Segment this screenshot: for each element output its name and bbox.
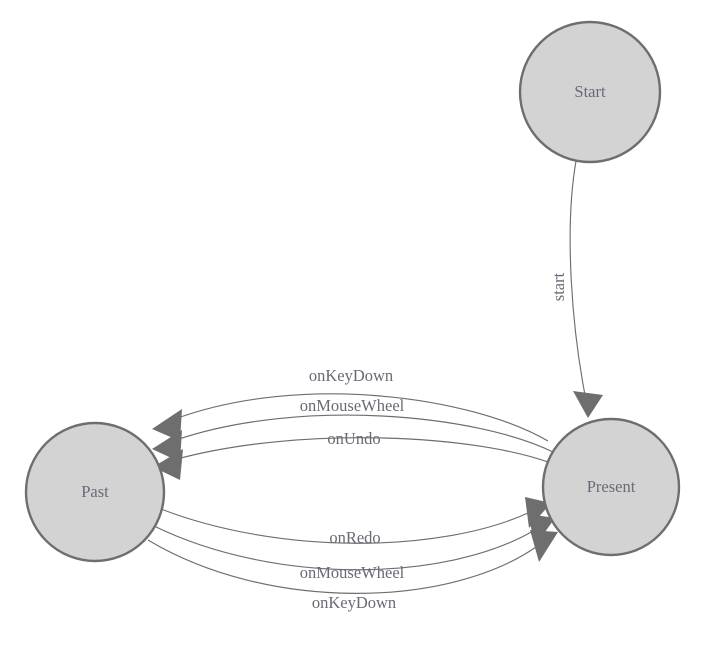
edge-start-arrowhead [573,391,603,418]
node-present[interactable]: Present [541,417,681,557]
node-present-circle [541,417,681,557]
edge-start-path [569,160,587,401]
edge-start[interactable] [569,160,603,418]
edge-label-onmousewheel-dn: onMouseWheel [300,563,405,582]
node-past[interactable]: Past [24,421,166,563]
edge-onmousewheel-dn-path [153,525,534,571]
edge-onkeydown-dn-path [147,539,537,594]
node-past-label: Past [81,482,109,501]
edge-onkeydown-up-path [174,393,549,442]
edge-onmousewheel-up-arrowhead [152,430,182,462]
edge-label-start: start [549,272,568,301]
node-start-label: Start [574,82,606,101]
edge-onkeydown-dn-arrowhead [530,530,558,562]
node-past-circle [24,421,166,563]
edge-label-onmousewheel-up: onMouseWheel [300,396,405,415]
edge-onkeydown-up-arrowhead [152,409,182,441]
edge-label-onkeydown-dn: onKeyDown [312,593,396,612]
edge-onundo-path [176,437,557,466]
edge-label-onundo: onUndo [327,429,380,448]
edge-onundo[interactable] [153,437,557,480]
edge-onmousewheel-up[interactable] [152,414,554,462]
edge-label-onkeydown-up: onKeyDown [309,366,393,385]
edge-onundo-arrowhead [153,449,183,480]
edge-onredo-path [160,508,529,544]
node-present-label: Present [587,477,636,496]
node-start-circle [518,20,662,164]
node-start[interactable]: Start [518,20,662,164]
edge-onkeydown-up[interactable] [152,393,549,442]
edge-label-onredo: onRedo [329,528,380,547]
edge-onmousewheel-up-path [175,414,554,453]
edge-onkeydown-dn[interactable] [147,530,558,594]
